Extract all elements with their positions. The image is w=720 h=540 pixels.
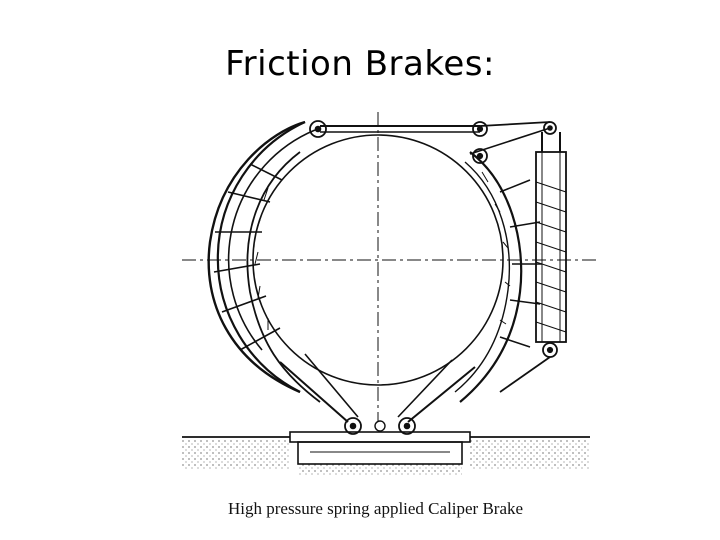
top-linkage — [309, 120, 557, 164]
diagram-caption: High pressure spring applied Caliper Bra… — [228, 499, 524, 518]
right-brake-shoe — [454, 151, 542, 403]
foundation-base — [182, 431, 590, 476]
slide-title: Friction Brakes: — [225, 44, 495, 84]
brake-drum — [252, 134, 504, 386]
lower-arms — [279, 353, 476, 435]
spring-assembly — [499, 132, 567, 393]
caliper-brake-diagram — [182, 112, 600, 476]
left-brake-shoe — [207, 120, 321, 403]
